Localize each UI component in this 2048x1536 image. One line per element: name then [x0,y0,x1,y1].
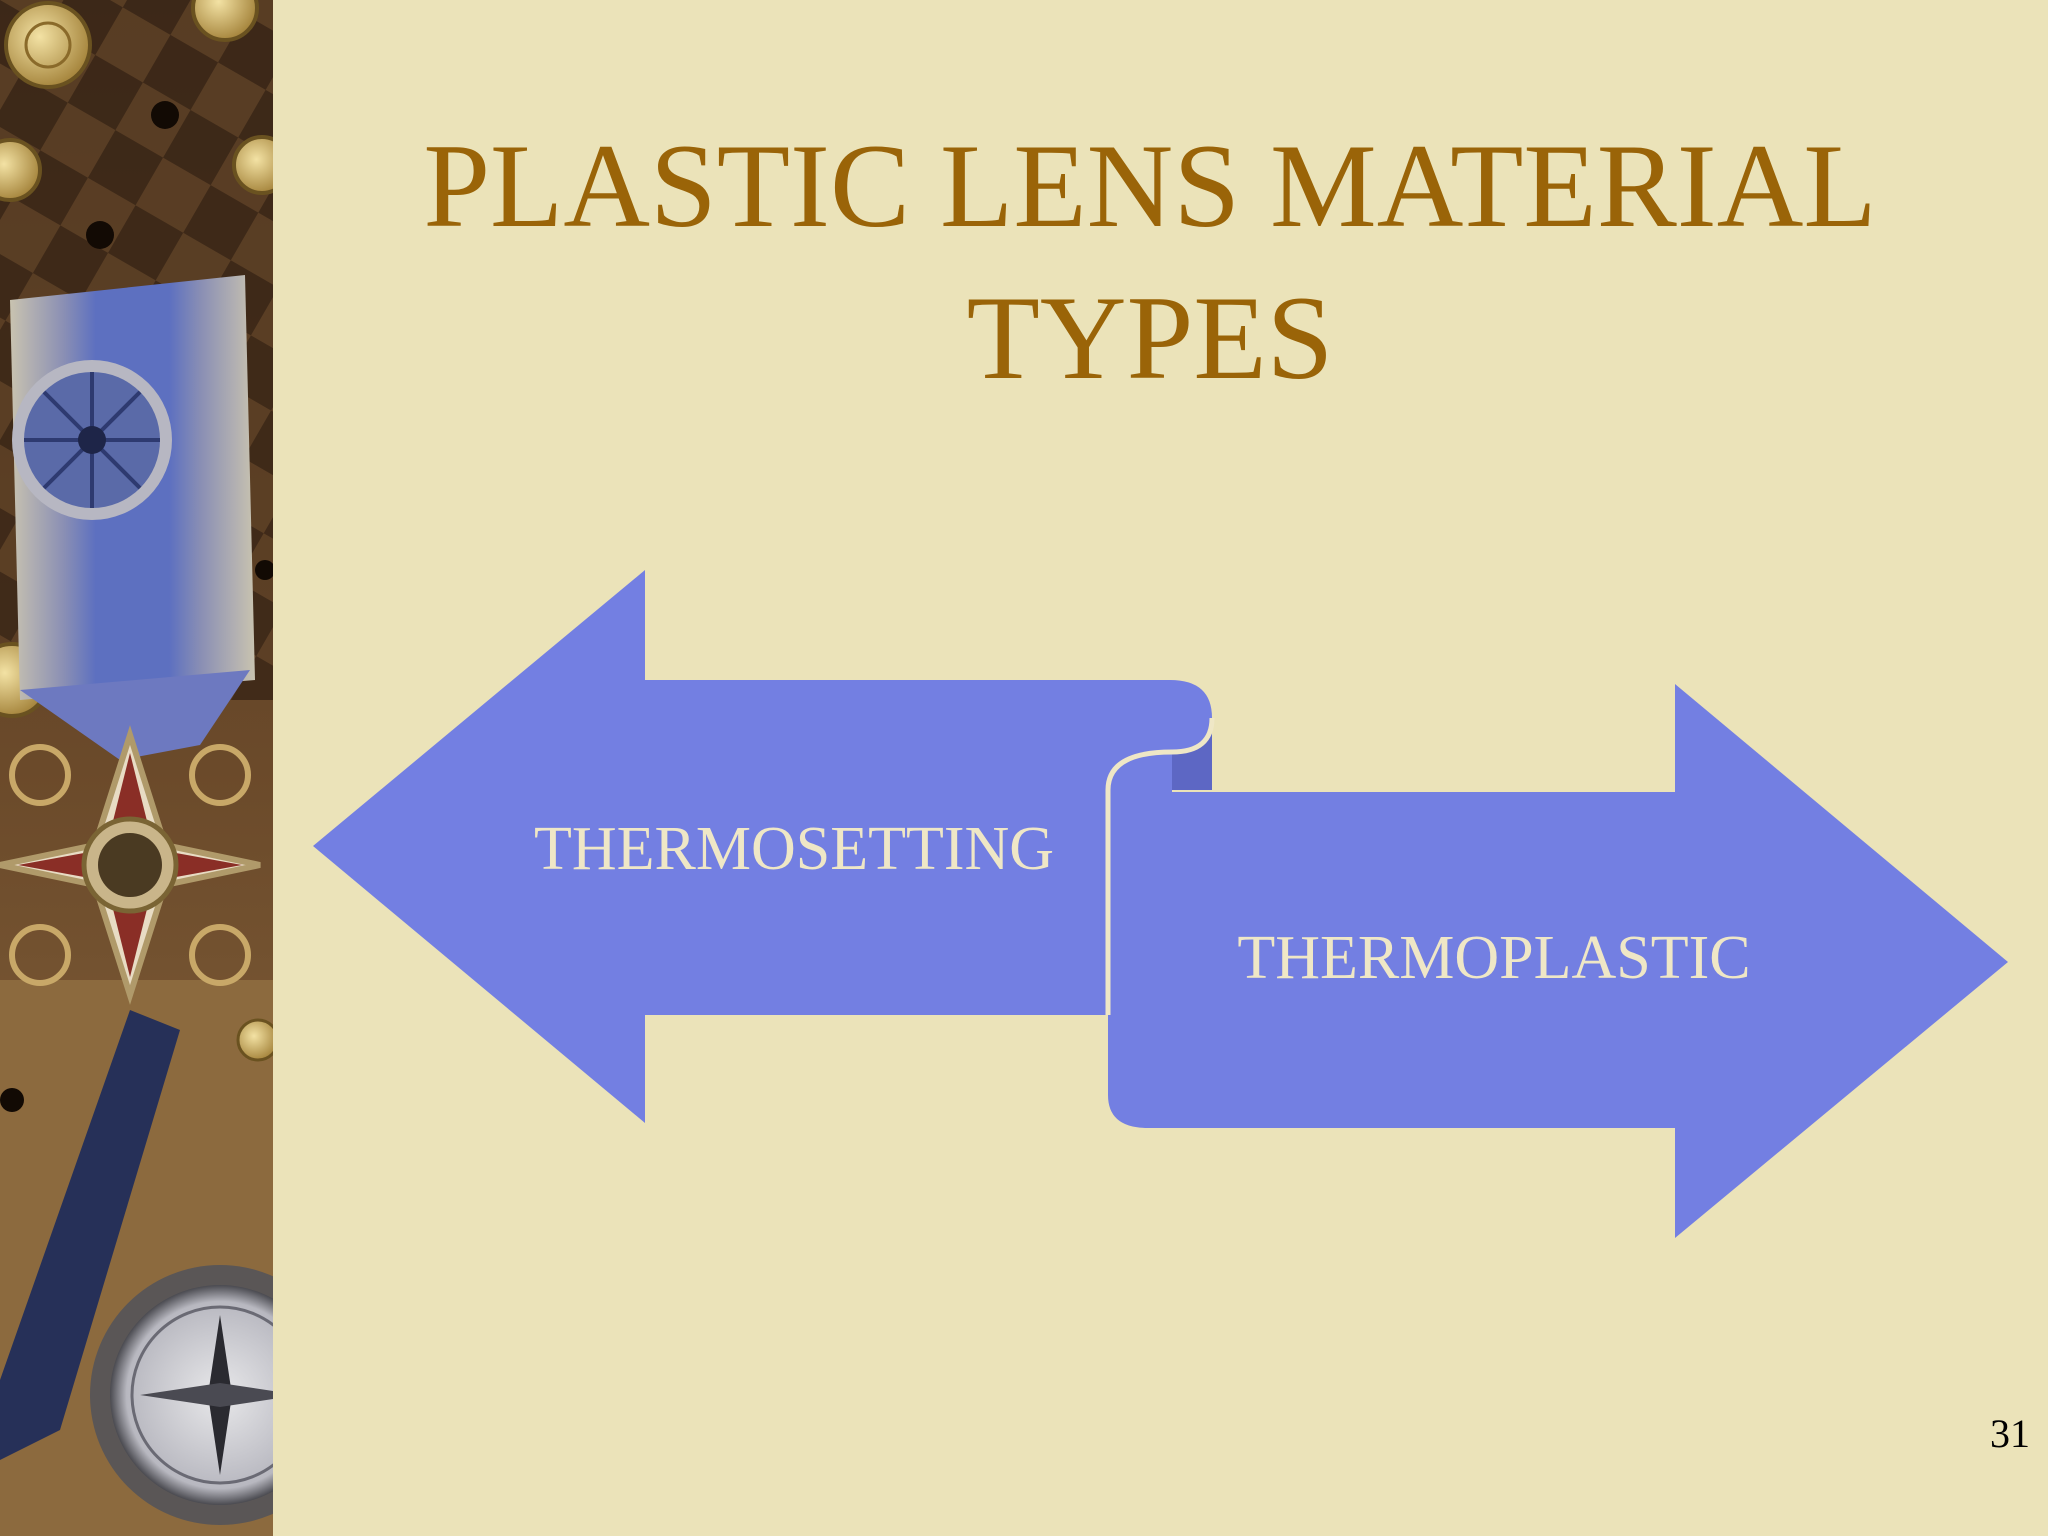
slide-title-line-1: PLASTIC LENS MATERIAL [423,119,1877,252]
slide-title-line-2: TYPES [966,271,1334,404]
slide-title: PLASTIC LENS MATERIAL TYPES [300,110,2000,414]
decorative-side-image [0,0,273,1536]
medals-compass-photo [0,0,273,1536]
scroll-fold-outline [1105,717,1215,1015]
slide-number: 31 [1990,1411,2030,1456]
thermoplastic-label: THERMOPLASTIC [1237,924,1750,992]
thermosetting-label: THERMOSETTING [534,815,1054,883]
left-arrow-shape [313,570,1212,1123]
right-arrow-shape [1108,684,2008,1238]
